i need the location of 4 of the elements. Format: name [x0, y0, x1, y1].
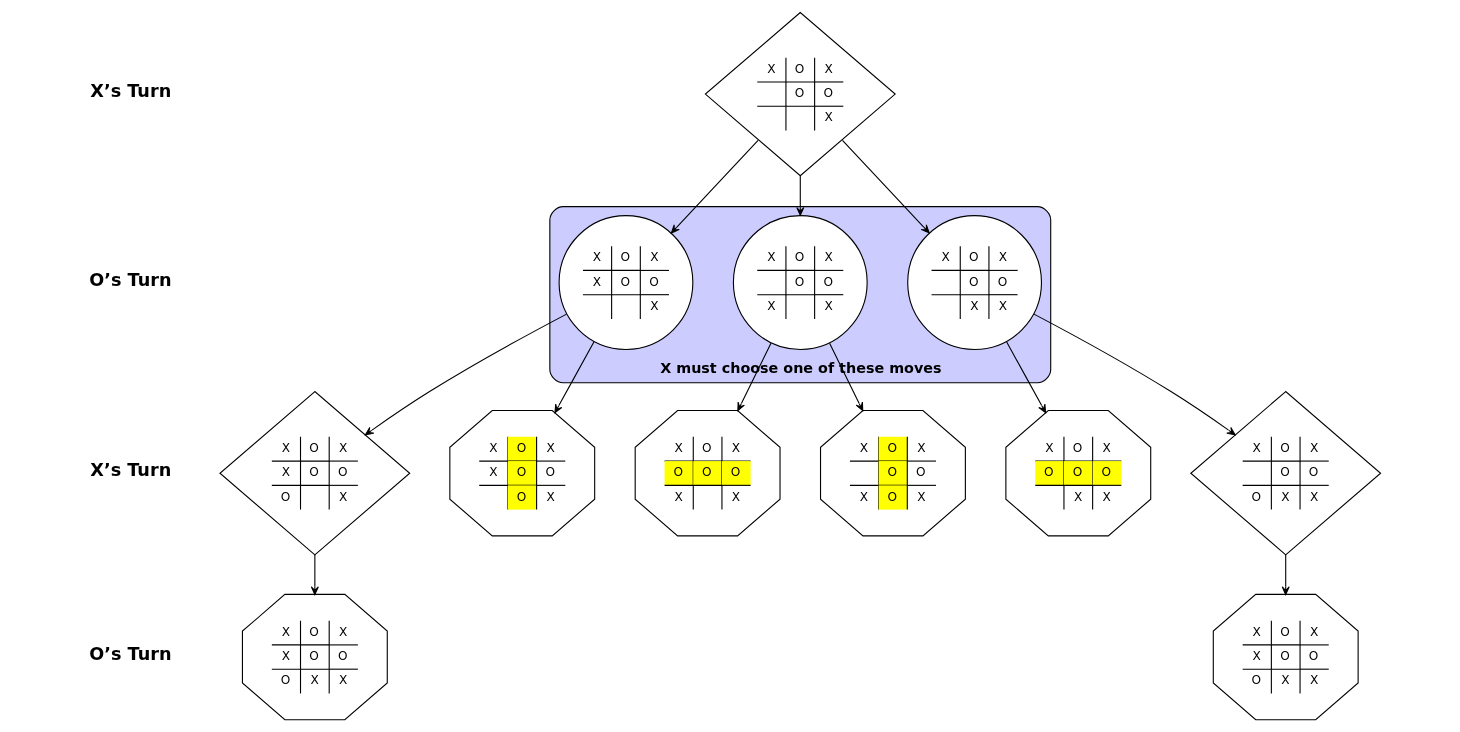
label: O’s Turn: [88, 269, 171, 290]
label: X’s Turn: [89, 81, 171, 102]
label: O’s Turn: [88, 644, 171, 665]
label: X’s Turn: [89, 460, 171, 481]
